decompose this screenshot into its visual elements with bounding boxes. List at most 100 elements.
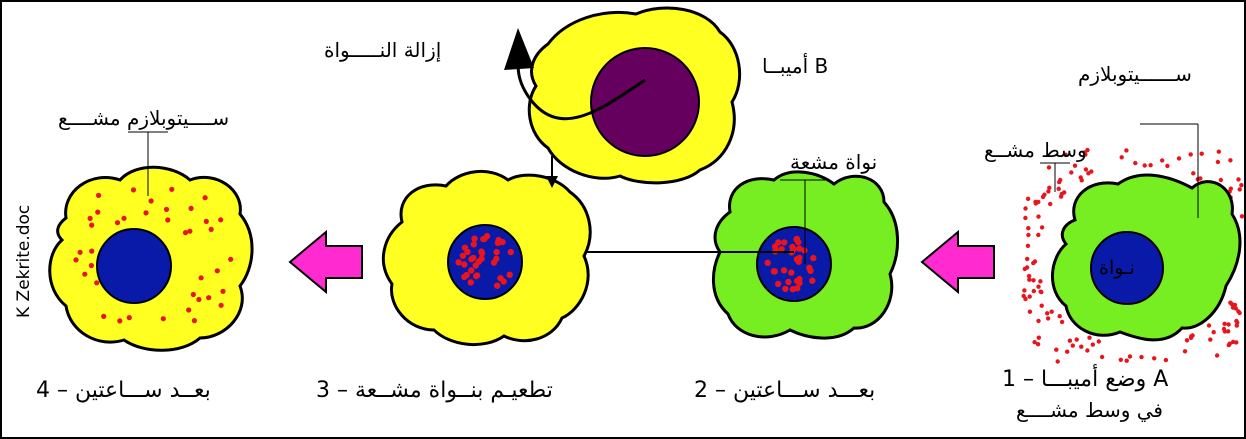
radioactive-dot (1237, 187, 1242, 192)
radioactive-dot (481, 235, 488, 242)
radioactive-dot (1045, 311, 1050, 316)
radioactive-dot (809, 277, 816, 284)
radioactive-dot (218, 302, 224, 308)
radioactive-dot (1089, 169, 1094, 174)
radioactive-dot (206, 295, 212, 301)
radioactive-dot (1046, 189, 1051, 194)
radioactive-dot (1139, 354, 1144, 360)
radioactive-dot (1235, 320, 1240, 325)
radioactive-dot (198, 275, 204, 281)
step-2-label: 2 – بعـــد ســـاعتين (694, 378, 876, 403)
radioactive-dot (1058, 177, 1063, 183)
radioactive-dot (1152, 356, 1157, 361)
radioactive-dot (1032, 340, 1037, 345)
radioactive-dot (470, 241, 477, 248)
radioactive-dot (1099, 354, 1105, 360)
radioactive-dot (101, 313, 107, 319)
radioactive-dot (1022, 288, 1027, 293)
radioactive-dot (143, 210, 149, 216)
file-name-label: K Zekrite.doc (14, 204, 34, 318)
radioactive-dot (459, 252, 467, 259)
radioactive-dot (507, 248, 514, 256)
radioactive-dot (463, 271, 470, 279)
radioactive-dot (1026, 226, 1031, 231)
amoeba-3-nucleus-dots (455, 232, 514, 289)
radioactive-dot (1221, 326, 1227, 332)
radioactive-dot (1182, 349, 1188, 354)
radioactive-dot (771, 268, 778, 275)
radioactive-dot (214, 268, 220, 274)
radioactive-dot (88, 262, 94, 269)
radioactive-dot (467, 279, 474, 286)
radioactive-dot (117, 318, 123, 324)
radioactive-dot (1063, 152, 1068, 157)
radioactive-dot (1078, 175, 1083, 180)
radioactive-dot (1127, 354, 1133, 359)
radioactive-dot (1124, 148, 1129, 153)
radioactive-dot (1027, 277, 1032, 282)
radioactive-dot (1148, 163, 1153, 168)
radioactive-dot (793, 277, 801, 285)
radioactive-dot (795, 258, 802, 265)
radioactive-dot (1039, 303, 1044, 308)
radioactive-dot (126, 315, 132, 321)
radioactive-dot (1236, 177, 1241, 182)
radioactive-dot (218, 217, 224, 223)
radioactive-dot (1039, 225, 1045, 230)
radioactive-medium-label: وسط مشــع (984, 138, 1087, 162)
radioactive-dot (1227, 341, 1232, 346)
radioactive-dot (793, 235, 801, 243)
radioactive-dot (455, 259, 462, 266)
radioactive-dot (1082, 150, 1087, 155)
cytoplasm-label: ســــــيتوبلازم (1078, 62, 1192, 86)
amoeba-2-nucleus-dots (764, 235, 817, 293)
radioactive-dot (1031, 278, 1036, 283)
radioactive-dot (121, 215, 127, 221)
radioactive-dot (1055, 359, 1060, 364)
radioactive-dot (1067, 338, 1073, 343)
radioactive-dot (1049, 309, 1054, 314)
radioactive-dot (1036, 335, 1042, 340)
radioactive-dot (163, 206, 170, 212)
radioactive-medium-dots (1021, 147, 1245, 364)
radioactive-dot (1119, 155, 1124, 160)
radioactive-dot (1237, 310, 1242, 316)
radioactive-dot (471, 235, 478, 242)
radioactive-dot (788, 269, 795, 276)
radioactive-dot (182, 230, 189, 236)
radioactive-dot (1208, 337, 1213, 342)
radioactive-dot (1072, 163, 1078, 168)
stage-4-amoeba (48, 131, 254, 352)
radioactive-dot (77, 249, 83, 255)
radioactive-dot (1054, 347, 1059, 352)
radioactive-dot (228, 256, 234, 262)
radioactive-dot (1124, 358, 1129, 363)
radioactive-dot (461, 261, 468, 268)
radioactive-dot (187, 228, 193, 234)
radioactive-cytoplasm-label: ســــيتوبلازم مشــــع (58, 106, 230, 130)
magenta-arrow-1 (920, 229, 995, 295)
radioactive-dot (1031, 260, 1036, 266)
radioactive-dot (789, 286, 797, 293)
amoeba-4-nucleus (96, 228, 172, 304)
radioactive-dot (461, 244, 469, 251)
radioactive-dot (1059, 319, 1065, 325)
radioactive-dot (478, 248, 485, 255)
radioactive-dot (1216, 149, 1222, 154)
radioactive-dot (1083, 167, 1089, 172)
radioactive-dot (1058, 194, 1064, 199)
radioactive-dot (494, 282, 501, 289)
radioactive-dot (493, 248, 500, 256)
radioactive-dot (1022, 266, 1027, 272)
radioactive-dot (497, 275, 504, 282)
radioactive-dot (1118, 357, 1124, 362)
radioactive-dot (1165, 163, 1170, 169)
radioactive-dot (1035, 342, 1041, 347)
radioactive-dot (1133, 160, 1138, 166)
radioactive-dot (96, 192, 102, 198)
radioactive-dot (220, 288, 226, 294)
radioactive-dot (1065, 349, 1070, 354)
radioactive-dot (1188, 152, 1193, 157)
amoeba-b-nucleus (590, 47, 700, 157)
